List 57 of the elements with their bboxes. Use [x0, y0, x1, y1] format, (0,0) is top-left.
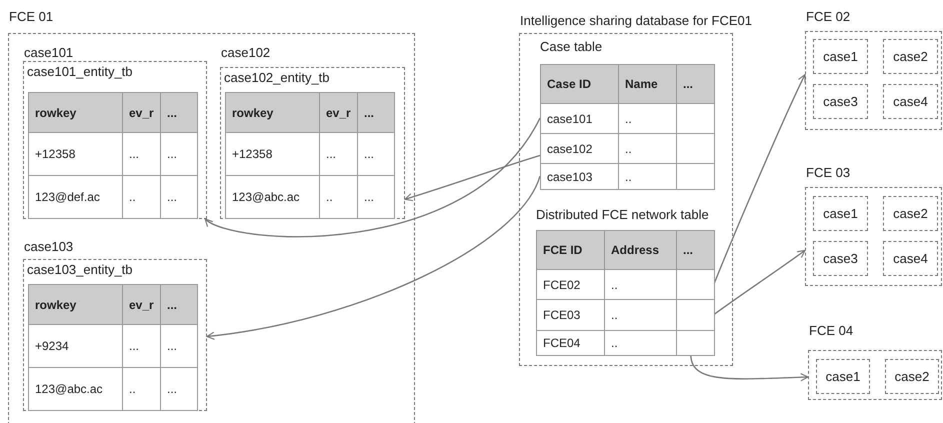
table-cell: ... [160, 367, 198, 411]
table-title: Case table [540, 39, 602, 55]
group-heading: FCE 01 [9, 9, 54, 25]
table-row [536, 269, 714, 299]
column-header: Case ID [540, 64, 619, 104]
case-heading: case102 [221, 45, 270, 61]
table-row [540, 103, 714, 133]
table-title: Distributed FCE network table [536, 207, 709, 223]
column-header: rowkey [28, 92, 123, 133]
column-header: ... [160, 92, 198, 133]
column-header: ... [676, 230, 715, 270]
group-heading: FCE 03 [806, 165, 850, 181]
table-title: case102_entity_tb [224, 70, 330, 86]
case-box: case2 [885, 359, 939, 394]
table-row [540, 163, 714, 189]
case-box: case4 [883, 84, 938, 119]
column-header: FCE ID [536, 230, 605, 270]
table-cell: case103 [540, 163, 619, 190]
case-box: case2 [883, 39, 938, 74]
column-header: ... [160, 284, 198, 325]
case-heading: case101 [24, 45, 74, 61]
case-heading: case103 [24, 239, 74, 255]
case-box: case4 [883, 241, 938, 276]
case-box: case1 [816, 359, 870, 394]
table-cell: 123@abc.ac [225, 175, 320, 219]
arrow [404, 154, 540, 202]
column-header: rowkey [28, 284, 123, 325]
column-header: ... [357, 92, 395, 133]
table-cell: ... [357, 175, 395, 219]
column-header: Address [604, 230, 677, 270]
column-header: ev_r [122, 92, 161, 133]
table-row [540, 133, 714, 163]
arrow [204, 118, 541, 238]
case-box: case1 [813, 39, 868, 74]
table-title: case101_entity_tb [27, 64, 133, 80]
table-cell: FCE04 [536, 330, 605, 356]
column-header: rowkey [225, 92, 320, 133]
arrow [714, 250, 806, 316]
table-row [536, 330, 714, 355]
column-header: ev_r [122, 284, 161, 325]
column-header: ... [676, 64, 715, 104]
arrow [206, 176, 541, 340]
column-header: ev_r [319, 92, 358, 133]
group-heading: Intelligence sharing database for FCE01 [520, 13, 752, 29]
table-cell: ... [160, 175, 198, 219]
group-heading: FCE 02 [806, 9, 850, 25]
arrow [690, 354, 809, 382]
table-title: case103_entity_tb [27, 262, 133, 278]
case-box: case3 [813, 241, 868, 276]
table-row [536, 299, 714, 330]
case-box: case3 [813, 84, 868, 119]
group-heading: FCE 04 [809, 323, 854, 339]
case-box: case2 [883, 196, 938, 231]
case-box: case1 [813, 196, 868, 231]
table-cell: 123@abc.ac [28, 367, 123, 411]
table-cell: 123@def.ac [28, 175, 123, 219]
column-header: Name [618, 64, 677, 104]
